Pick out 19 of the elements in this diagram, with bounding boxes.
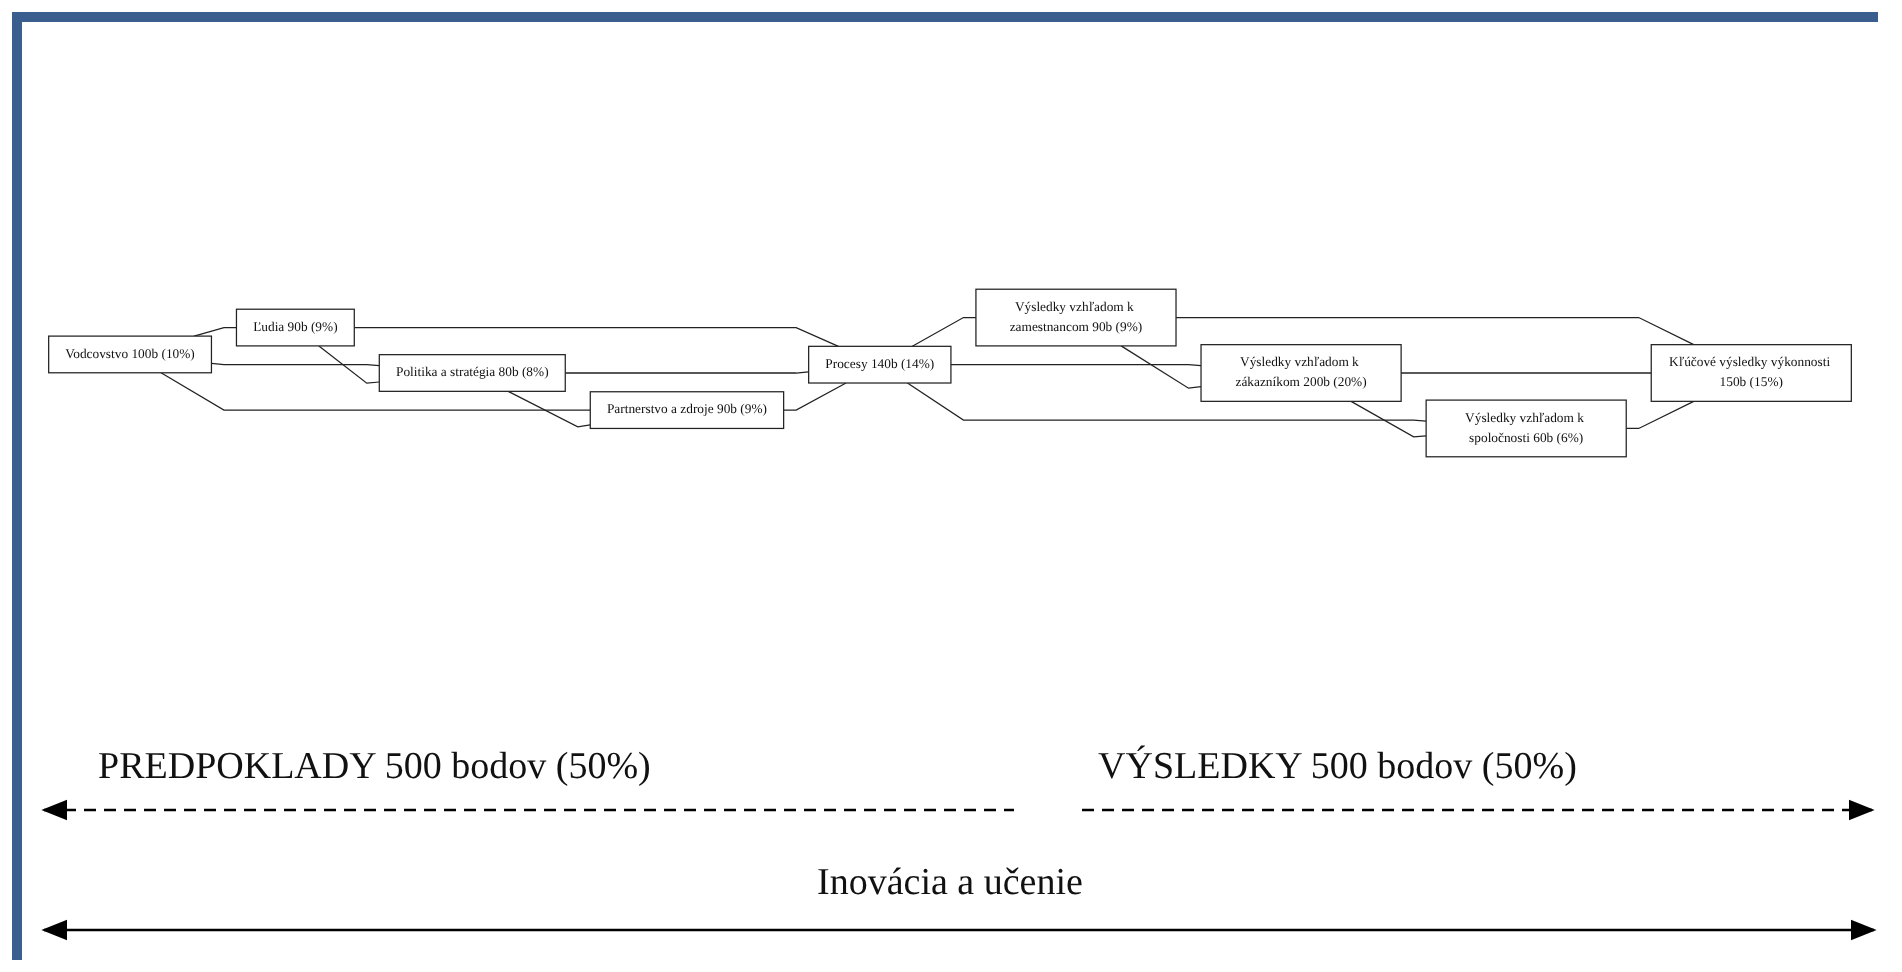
connector bbox=[1400, 372, 1652, 374]
connector bbox=[911, 316, 977, 347]
axis-label: Inovácia a učenie bbox=[815, 862, 1085, 906]
connector bbox=[906, 382, 1427, 422]
connector bbox=[1120, 345, 1202, 389]
section-label: PREDPOKLADY 500 bodov (50%) bbox=[98, 746, 651, 790]
connector bbox=[507, 390, 591, 428]
connector bbox=[564, 371, 810, 374]
connector bbox=[1350, 400, 1427, 438]
connector bbox=[1175, 316, 1695, 346]
section-label: VÝSLEDKY 500 bodov (50%) bbox=[1098, 746, 1577, 790]
connector bbox=[950, 364, 1202, 367]
connector bbox=[318, 345, 380, 384]
connector bbox=[160, 372, 591, 411]
connector bbox=[1625, 400, 1695, 430]
connector bbox=[193, 326, 238, 337]
connector bbox=[353, 326, 840, 347]
connector bbox=[783, 382, 847, 411]
connector bbox=[210, 362, 380, 367]
